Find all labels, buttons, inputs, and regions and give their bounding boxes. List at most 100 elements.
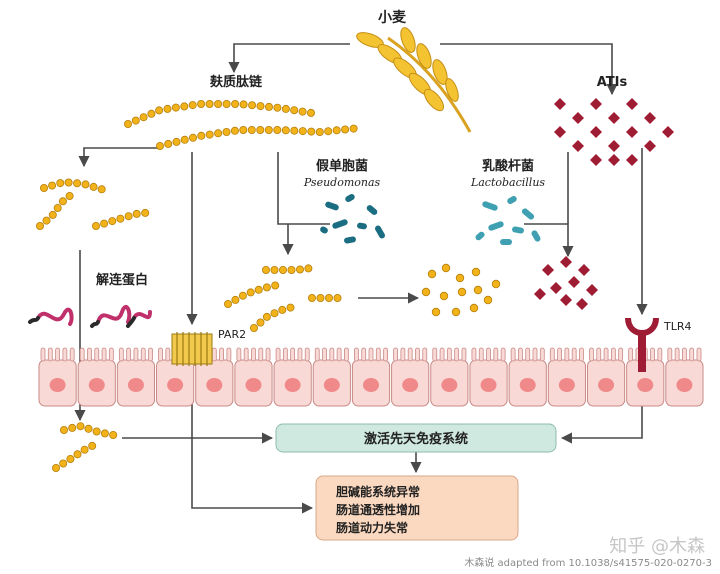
microvillus <box>400 347 406 362</box>
microvillus <box>596 347 602 362</box>
microvillus <box>47 347 53 362</box>
microvillus <box>618 347 624 362</box>
microvillus <box>297 347 303 362</box>
peptide-bead <box>295 265 304 274</box>
peptide-bead <box>278 305 287 314</box>
peptide-bead <box>273 126 282 135</box>
peptide-bead <box>286 303 295 312</box>
ati-protein <box>554 126 566 138</box>
peptide-fragment <box>457 287 467 297</box>
microvillus <box>275 347 281 362</box>
peptide-fragment <box>483 295 493 305</box>
ati-protein <box>644 140 656 152</box>
microvillus <box>393 347 398 362</box>
ati-protein <box>662 126 674 138</box>
peptide-bead <box>81 180 90 189</box>
arrow-gliadin-to-pseudomonas <box>277 152 288 225</box>
arrow-lacto-to-atis <box>524 223 574 258</box>
peptide-bead <box>231 295 240 304</box>
protein-squiggles <box>28 305 152 328</box>
peptide-bead <box>197 131 206 140</box>
microvillus <box>62 347 68 362</box>
peptide-bead <box>278 265 287 274</box>
cell-nucleus <box>480 378 497 392</box>
ati-protein <box>560 256 572 268</box>
microvillus <box>657 347 663 362</box>
arrow-wheat-to-atis <box>440 43 618 96</box>
ati-protein <box>590 154 602 166</box>
effect-item: 肠道通透性增加 <box>336 502 420 517</box>
peptide-bead <box>89 182 98 191</box>
microvillus <box>539 347 545 362</box>
peptide-bead <box>270 309 279 318</box>
peptide-bead <box>341 125 350 134</box>
peptide-bead <box>231 100 240 109</box>
peptide-fragment <box>427 269 437 279</box>
cell-nucleus <box>127 378 144 392</box>
microvillus <box>108 347 114 362</box>
tlr4-label: TLR4 <box>663 320 692 333</box>
tlr4-receptor <box>625 317 659 372</box>
peptide-bead <box>52 463 61 472</box>
microvillus <box>226 347 232 362</box>
peptide-bead <box>48 210 57 219</box>
peptide-fragment <box>491 279 501 289</box>
gliadin-peptide-chains <box>36 100 501 472</box>
microvillus <box>40 347 46 362</box>
peptide-bead <box>84 424 93 433</box>
microvillus <box>336 347 342 362</box>
arrows <box>74 43 648 514</box>
cell-nucleus <box>363 378 379 392</box>
peptide-bead <box>262 283 271 292</box>
arrow-par2-to-effects <box>191 392 314 514</box>
gliadin-label: 麸质肽链 <box>209 74 263 90</box>
microvillus <box>532 347 538 362</box>
peptide-bead <box>171 103 180 112</box>
microvillus <box>610 347 616 362</box>
arrow-gliadin-to-left <box>78 147 160 168</box>
microvillus <box>118 347 124 362</box>
peptide-bead <box>290 126 299 135</box>
credit-text: 木森说 adapted from 10.1038/s41575-020-0270… <box>464 556 712 569</box>
microvillus <box>79 347 85 362</box>
peptide-bead <box>108 217 117 226</box>
peptide-bead <box>281 104 290 113</box>
peptide-bead <box>36 221 45 230</box>
atis-label: ATIs <box>597 75 628 90</box>
peptide-bead <box>97 185 106 194</box>
ati-protein <box>568 276 580 288</box>
microvillus <box>211 347 217 362</box>
bacterium <box>344 236 356 244</box>
pseudomonas-label: 假单胞菌 <box>316 158 368 174</box>
peptide-bead <box>281 126 290 135</box>
microvillus <box>265 347 271 362</box>
peptide-bead <box>42 216 51 225</box>
peptide-bead <box>155 141 164 150</box>
cell-nucleus <box>637 378 654 392</box>
lactobacillus-bacteria <box>475 195 541 245</box>
peptide-bead <box>124 212 133 221</box>
ati-protein <box>572 112 584 124</box>
microvillus <box>101 347 107 362</box>
microvillus <box>140 347 146 362</box>
microvillus <box>158 347 163 362</box>
peptide-bead <box>222 127 231 136</box>
microvillus <box>603 347 609 362</box>
innate-immunity-label: 激活先天免疫系统 <box>364 431 468 447</box>
peptide-bead <box>48 181 57 190</box>
effects-box <box>315 475 519 541</box>
cell-nucleus <box>676 378 693 392</box>
microvillus <box>696 347 702 362</box>
microvillus <box>461 347 467 362</box>
peptide-fragment <box>441 263 451 273</box>
ati-protein <box>578 264 590 276</box>
microvillus <box>322 347 327 362</box>
cell-nucleus <box>558 378 575 392</box>
bacterium <box>500 239 512 245</box>
peptide-bead <box>247 126 256 135</box>
peptide-bead <box>124 120 133 129</box>
lactobacillus-label: 乳酸杆菌 <box>482 158 534 174</box>
peptide-bead <box>76 422 85 431</box>
ati-protein <box>644 112 656 124</box>
